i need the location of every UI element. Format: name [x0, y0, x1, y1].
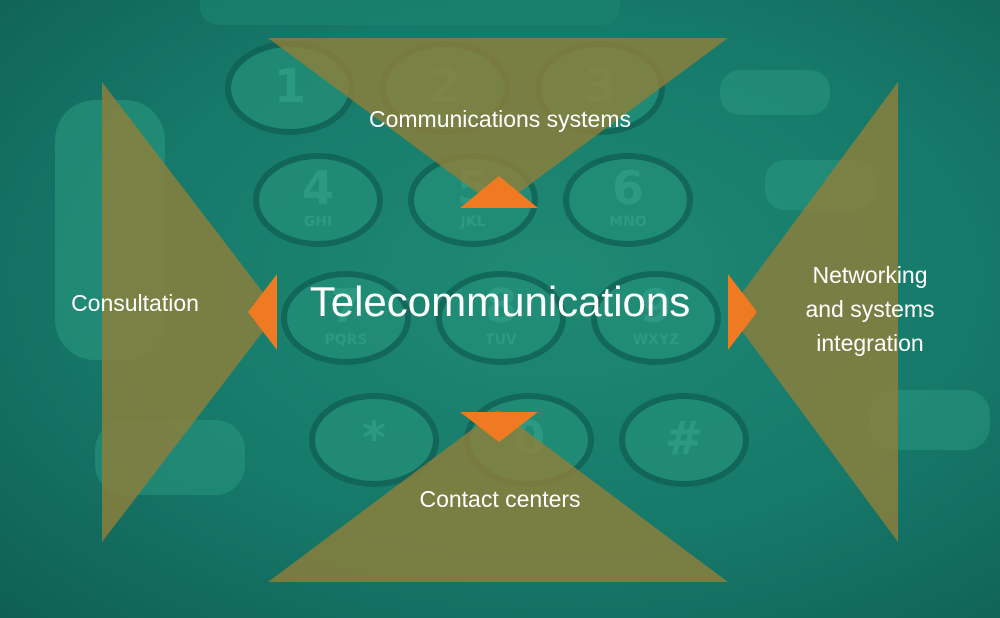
keypad-key-letters: PQRS: [324, 332, 367, 348]
left-arrowhead: [248, 274, 277, 350]
keypad-key-number: 1: [274, 59, 306, 113]
left-label: Consultation: [71, 290, 199, 316]
keypad-key: #: [619, 393, 749, 487]
right-arrowhead: [728, 274, 757, 350]
right-label-line: integration: [816, 330, 924, 356]
keypad-key-number: 9: [640, 279, 672, 333]
right-label: Networking and systems integration: [790, 258, 950, 360]
right-label-line: and systems: [805, 296, 935, 322]
bottom-arrowhead: [460, 412, 538, 442]
right-triangle: [728, 82, 898, 542]
bottom-label: Contact centers: [419, 486, 581, 512]
keypad-key: *: [309, 393, 439, 487]
speaker-key: [870, 390, 990, 450]
top-triangle: [268, 38, 728, 208]
keypad-key-letters: JKL: [460, 214, 486, 230]
keypad-key-letters: TUV: [485, 332, 517, 348]
keypad-key-number: 8: [485, 279, 517, 333]
right-label-line: Networking: [812, 262, 928, 288]
left-triangle: [102, 82, 278, 542]
keypad-key-number: 7: [330, 279, 362, 333]
keypad-key-number: #: [665, 411, 704, 465]
keypad-key-number: 4: [302, 161, 334, 215]
keypad-key-number: 6: [612, 161, 644, 215]
top-label: Communications systems: [368, 106, 632, 132]
keypad-key-letters: GHI: [304, 214, 332, 230]
keypad-key-letters: MNO: [609, 214, 647, 230]
center-title: Telecommunications: [309, 278, 691, 325]
keypad-key-letters: WXYZ: [633, 332, 680, 348]
keypad-key-number: *: [362, 411, 386, 465]
bottom-triangle: [268, 410, 728, 582]
top-arrowhead: [460, 176, 538, 208]
